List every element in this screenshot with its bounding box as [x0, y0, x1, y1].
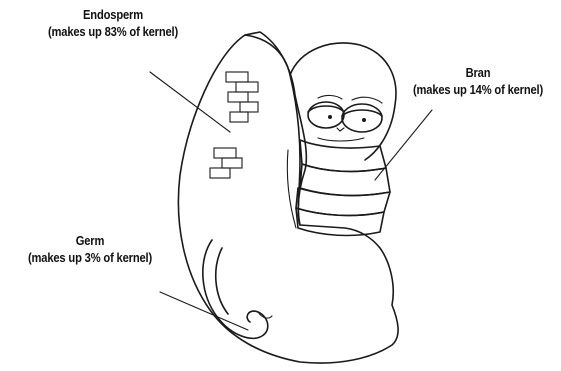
bran-leader: [375, 110, 432, 180]
endosperm-leader: [150, 72, 230, 132]
germ-outline: [203, 240, 268, 338]
endosperm-detail: (makes up 83% of kernel): [23, 23, 204, 40]
eye-right: [342, 104, 382, 132]
bran-title: Bran: [392, 64, 561, 81]
endosperm-title: Endosperm: [23, 6, 204, 23]
bran-label: Bran (makes up 14% of kernel): [392, 64, 561, 98]
endosperm-label: Endosperm (makes up 83% of kernel): [23, 6, 204, 40]
bran-layer-4: [296, 208, 384, 235]
germ-label: Germ (makes up 3% of kernel): [4, 232, 176, 266]
germ-title: Germ: [4, 232, 176, 249]
endosperm-bricks: [210, 72, 258, 178]
bran-detail: (makes up 14% of kernel): [392, 81, 561, 98]
kernel-outline: [178, 32, 398, 363]
germ-leader: [160, 292, 248, 330]
bran-layer-2: [300, 164, 390, 195]
germ-detail: (makes up 3% of kernel): [4, 249, 176, 266]
